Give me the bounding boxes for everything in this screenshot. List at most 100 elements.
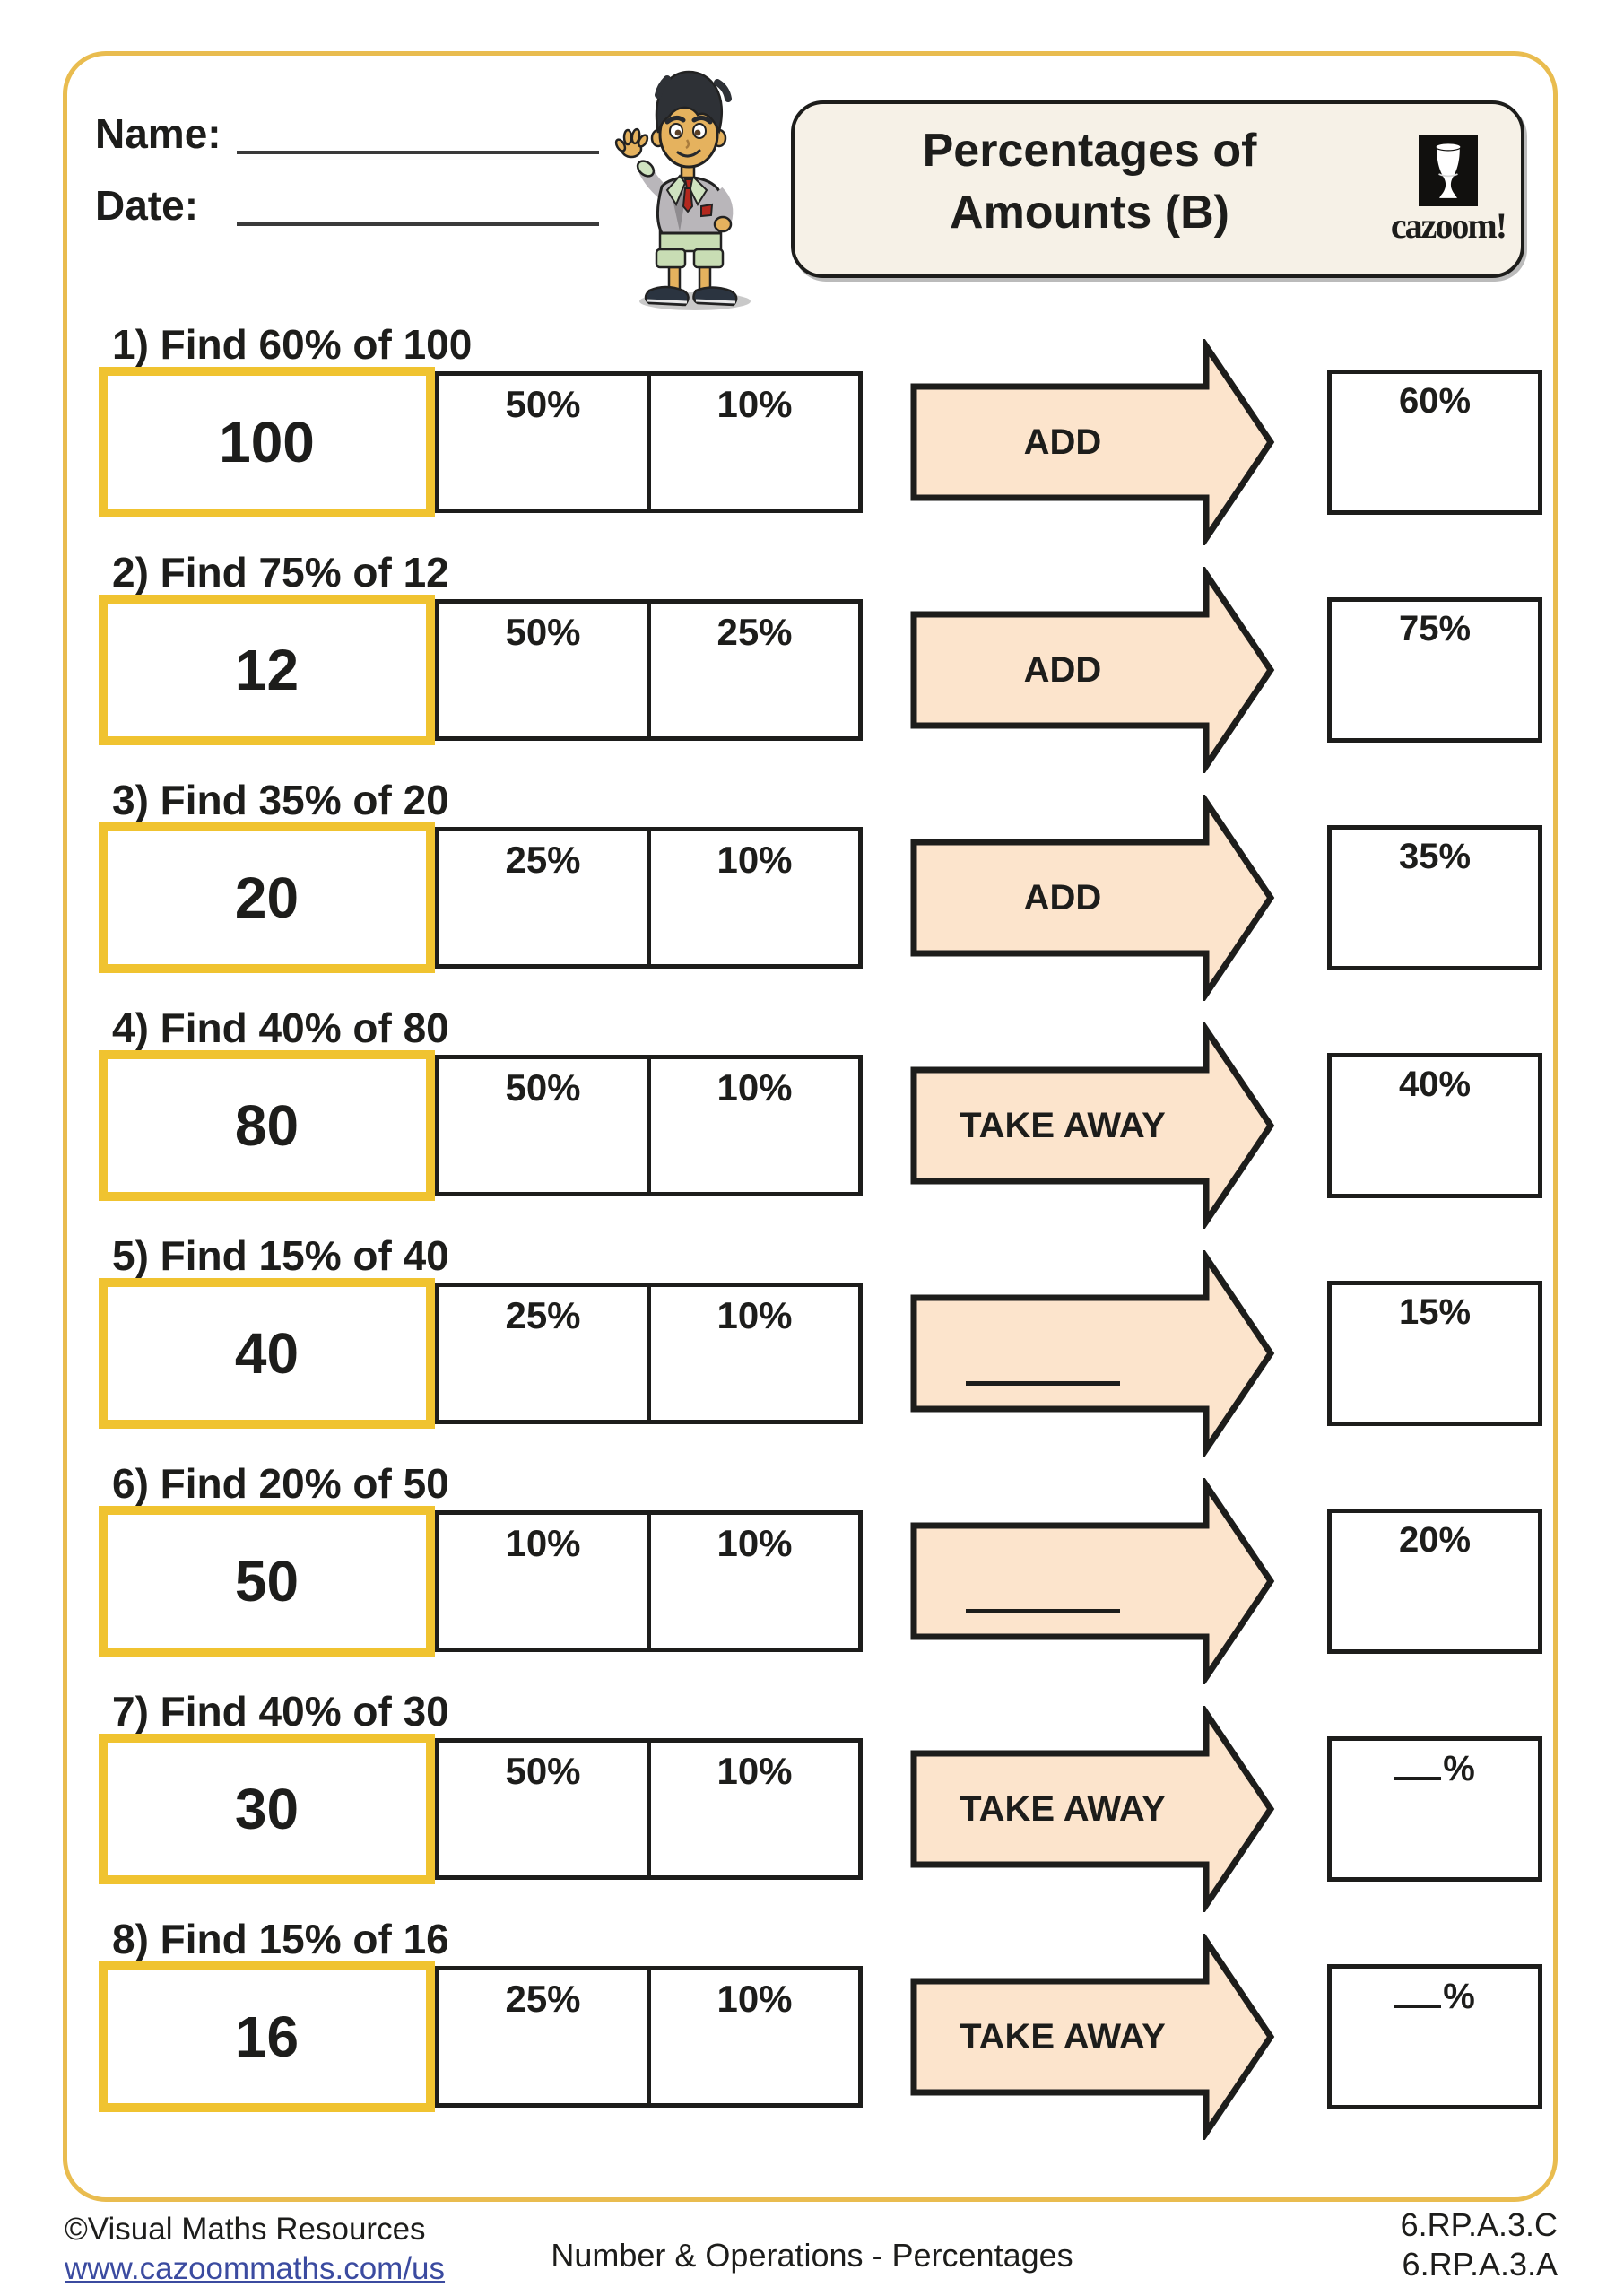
name-label: Name: <box>95 110 221 157</box>
operation-arrow: ADD <box>910 795 1278 1001</box>
question-row: 1) Find 60% of 100 100 50% 10% ADD 60% <box>0 320 1624 548</box>
percent-cell-1-label: 25% <box>505 839 581 881</box>
operation-blank-line[interactable] <box>966 1381 1120 1386</box>
worksheet-title: Percentages of Amounts (B) <box>798 120 1381 243</box>
question-body: 50 10% 10% 20% <box>0 1478 1624 1684</box>
amount-box: 20 <box>99 822 435 973</box>
percent-cell-2[interactable]: 25% <box>647 599 863 741</box>
result-label: 40% <box>1398 1065 1472 1104</box>
operation-arrow <box>910 1250 1278 1457</box>
name-write-line[interactable] <box>237 151 599 154</box>
result-blank-line[interactable] <box>1394 1976 1442 2008</box>
percent-cell-2[interactable]: 10% <box>647 1966 863 2108</box>
percent-cell-1[interactable]: 50% <box>435 371 651 513</box>
operation-arrow: TAKE AWAY <box>910 1934 1278 2140</box>
percent-cell-1[interactable]: 25% <box>435 827 651 969</box>
result-label: % <box>1443 1977 1475 2016</box>
percent-cell-1[interactable]: 50% <box>435 1738 651 1880</box>
percent-cell-2[interactable]: 10% <box>647 1510 863 1652</box>
cazoom-url-link[interactable]: www.cazoommaths.com/us <box>65 2251 446 2286</box>
amount-box: 80 <box>99 1050 435 1201</box>
right-arrow-icon <box>910 1022 1275 1229</box>
amount-value: 80 <box>234 1093 300 1158</box>
question-row: 3) Find 35% of 20 20 25% 10% ADD 35% <box>0 776 1624 1004</box>
percent-cell-1[interactable]: 10% <box>435 1510 651 1652</box>
copyright-text: ©Visual Maths Resources <box>65 2212 426 2247</box>
question-heading: 8) Find 15% of 16 <box>112 1916 449 1962</box>
result-label: 15% <box>1398 1292 1472 1332</box>
amount-box: 100 <box>99 367 435 517</box>
cazoom-logo: cazoom! <box>1381 135 1515 247</box>
operation-label: ADD <box>1023 878 1102 918</box>
amount-value: 16 <box>234 2005 300 2069</box>
question-heading: 5) Find 15% of 40 <box>112 1232 449 1279</box>
percent-cell-2[interactable]: 10% <box>647 1738 863 1880</box>
operation-arrow: TAKE AWAY <box>910 1022 1278 1229</box>
percent-cell-2[interactable]: 10% <box>647 371 863 513</box>
date-write-line[interactable] <box>237 222 599 226</box>
operation-arrow: ADD <box>910 567 1278 773</box>
cazoom-logo-text: cazoom! <box>1390 205 1507 246</box>
result-box[interactable]: 40% <box>1327 1053 1542 1198</box>
question-heading: 7) Find 40% of 30 <box>112 1688 449 1735</box>
percent-cell-2[interactable]: 10% <box>647 827 863 969</box>
result-blank-line[interactable] <box>1394 1748 1442 1780</box>
operation-arrow: ADD <box>910 339 1278 545</box>
percent-cell-1-label: 10% <box>505 1522 581 1564</box>
percent-cell-1-label: 50% <box>505 383 581 425</box>
amount-value: 30 <box>234 1777 300 1841</box>
result-box[interactable]: 60% <box>1327 370 1542 515</box>
result-box[interactable]: 15% <box>1327 1281 1542 1426</box>
result-label: 75% <box>1398 609 1472 648</box>
footer-topic-text: Number & Operations - Percentages <box>551 2237 1073 2274</box>
right-arrow-icon <box>910 339 1275 545</box>
amount-box: 30 <box>99 1734 435 1884</box>
result-label: 35% <box>1398 837 1472 876</box>
operation-label: TAKE AWAY <box>960 2017 1166 2057</box>
result-label: 60% <box>1398 381 1472 421</box>
question-body: 20 25% 10% ADD 35% <box>0 795 1624 1001</box>
title-line1: Percentages of <box>922 125 1257 177</box>
right-arrow-icon <box>910 1478 1275 1684</box>
percent-cell-2-label: 10% <box>716 1066 793 1109</box>
result-box[interactable]: 35% <box>1327 825 1542 970</box>
operation-blank-line[interactable] <box>966 1609 1120 1613</box>
percent-cell-2-label: 10% <box>716 1522 793 1564</box>
question-heading: 6) Find 20% of 50 <box>112 1460 449 1507</box>
amount-value: 40 <box>234 1321 300 1386</box>
amount-box: 40 <box>99 1278 435 1429</box>
percent-cell-1[interactable]: 50% <box>435 599 651 741</box>
question-body: 16 25% 10% TAKE AWAY % <box>0 1934 1624 2140</box>
result-box[interactable]: % <box>1327 1964 1542 2109</box>
result-box[interactable]: 20% <box>1327 1509 1542 1654</box>
percent-cell-1[interactable]: 25% <box>435 1283 651 1424</box>
question-body: 30 50% 10% TAKE AWAY % <box>0 1706 1624 1912</box>
percent-cell-2[interactable]: 10% <box>647 1055 863 1196</box>
title-line2: Amounts (B) <box>950 186 1229 239</box>
amount-box: 12 <box>99 595 435 745</box>
right-arrow-icon <box>910 1706 1275 1912</box>
percent-cell-2-label: 10% <box>716 1978 793 2020</box>
percent-cell-1-label: 50% <box>505 1750 581 1792</box>
standard-code-1: 6.RP.A.3.C <box>1400 2206 1558 2243</box>
date-label: Date: <box>95 182 199 229</box>
percent-cell-1[interactable]: 50% <box>435 1055 651 1196</box>
result-box[interactable]: % <box>1327 1736 1542 1882</box>
percent-cell-2-label: 10% <box>716 1294 793 1336</box>
question-row: 4) Find 40% of 80 80 50% 10% TAKE AWAY 4… <box>0 1004 1624 1231</box>
percent-cell-1-label: 50% <box>505 1066 581 1109</box>
percent-cell-2[interactable]: 10% <box>647 1283 863 1424</box>
result-box[interactable]: 75% <box>1327 597 1542 743</box>
question-heading: 3) Find 35% of 20 <box>112 777 449 823</box>
schoolboy-mascot-illustration <box>614 70 751 310</box>
question-row: 7) Find 40% of 30 30 50% 10% TAKE AWAY % <box>0 1687 1624 1915</box>
percent-cell-2-label: 25% <box>716 611 793 653</box>
question-body: 12 50% 25% ADD 75% <box>0 567 1624 773</box>
percent-cell-2-label: 10% <box>716 383 793 425</box>
percent-cell-1[interactable]: 25% <box>435 1966 651 2108</box>
amount-box: 16 <box>99 1961 435 2112</box>
right-arrow-icon <box>910 1934 1275 2140</box>
percent-cell-2-label: 10% <box>716 1750 793 1792</box>
questions-list: 1) Find 60% of 100 100 50% 10% ADD 60% <box>0 320 1624 2143</box>
amount-value: 12 <box>234 638 300 702</box>
